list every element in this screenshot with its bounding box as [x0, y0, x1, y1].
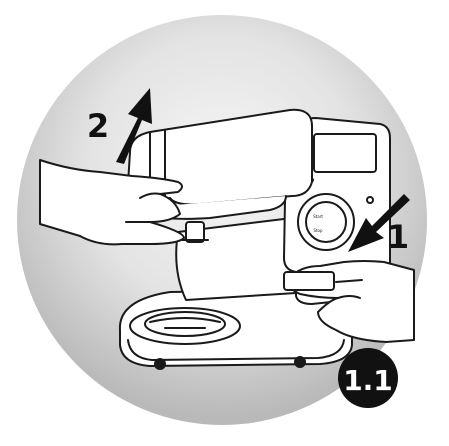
bowl-coupling	[130, 308, 240, 344]
panel-button-bottom-label: Stop	[313, 228, 323, 233]
step-badge: 1.1	[338, 348, 398, 408]
step-badge-label: 1.1	[343, 364, 393, 397]
display-screen	[314, 134, 376, 172]
step-one-label: 1	[387, 218, 409, 256]
step-two-label: 2	[87, 107, 109, 145]
panel-button-top-label: Start	[313, 214, 323, 219]
release-button	[284, 272, 334, 290]
